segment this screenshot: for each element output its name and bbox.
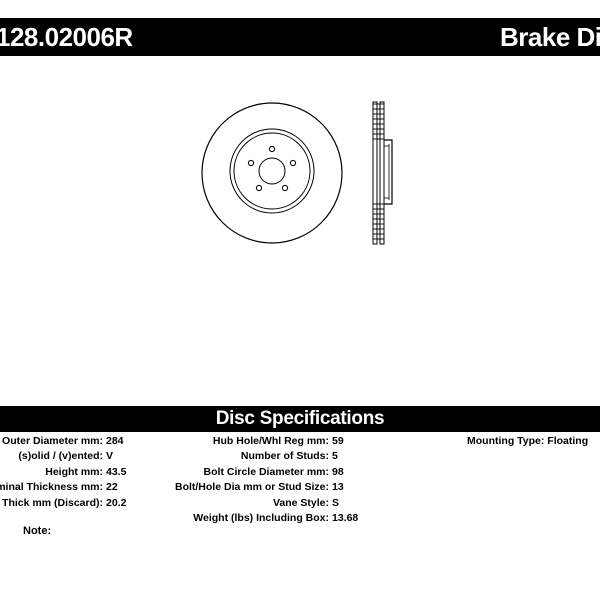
header-bar: 128.02006R Brake Disc [0, 18, 600, 56]
spec-section-title: Disc Specifications [215, 408, 385, 429]
stud-hole [268, 145, 276, 153]
disc-front-view [201, 102, 343, 244]
spec-value-bolt-hole-dia: 13 [332, 481, 344, 494]
spec-label-mounting-type: Mounting Type: [467, 435, 545, 447]
spec-value-weight: 13.68 [332, 512, 359, 525]
spec-column-1-labels: Outer Diameter mm: (s)olid / (v)ented: H… [0, 434, 103, 511]
spec-label-hub-hole: Hub Hole/Whl Reg mm: [212, 435, 329, 447]
spec-value-outer-diameter: 284 [106, 435, 124, 447]
document-title: Brake Disc [500, 22, 600, 52]
spec-column-2-labels: Hub Hole/Whl Reg mm: Number of Studs: Bo… [175, 434, 329, 526]
spec-label-height: Height mm: [45, 465, 103, 478]
spec-column-3: Mounting Type: Floating [467, 434, 588, 449]
spec-column-1-values: 284 V 43.5 22 20.2 [106, 434, 126, 511]
spec-value-bolt-circle: 98 [332, 465, 344, 478]
spec-label-weight: Weight (lbs) Including Box: [193, 512, 329, 525]
spec-row-mounting-type: Mounting Type: Floating [467, 434, 588, 449]
vent-vanes [373, 103, 384, 240]
stud-hole [255, 184, 263, 192]
hat-inner-ring [233, 132, 311, 210]
spec-label-bolt-hole-dia: Bolt/Hole Dia mm or Stud Size: [174, 481, 329, 494]
spec-section-bar: Disc Specifications [0, 406, 600, 432]
disc-side-profile [372, 101, 393, 245]
spec-label-solid-vented: (s)olid / (v)ented: [18, 450, 103, 463]
spec-value-nominal-thickness: 22 [106, 481, 118, 494]
spec-value-solid-vented: V [106, 450, 114, 463]
rotor-outer-plate [379, 101, 385, 245]
spec-label-outer-diameter: Outer Diameter mm: [2, 435, 103, 447]
center-bore [258, 157, 286, 185]
spec-label-number-of-studs: Number of Studs: [240, 450, 329, 463]
spec-label-vane-style: Vane Style: [272, 496, 329, 509]
spec-value-vane-style: S [332, 496, 340, 509]
spec-value-min-thickness: 20.2 [106, 496, 127, 509]
stud-hole [289, 159, 297, 167]
spec-label-bolt-circle: Bolt Circle Diameter mm: [203, 465, 329, 478]
note-label: Note: [23, 525, 52, 537]
stud-hole [247, 159, 255, 167]
spec-value-hub-hole: 59 [332, 435, 344, 447]
spec-value-mounting-type: Floating [547, 435, 589, 447]
spec-column-2-values: 59 5 98 13 S 13.68 [332, 434, 358, 526]
spec-label-min-thickness: Min Thick mm (Discard): [0, 496, 103, 509]
hat-outer-ring [229, 128, 315, 214]
stud-hole [281, 184, 289, 192]
rotor-inner-plate [372, 101, 378, 245]
part-number: 128.02006R [0, 22, 133, 52]
disc-outer-edge [201, 102, 343, 244]
spec-label-nominal-thickness: Nominal Thickness mm: [0, 481, 103, 494]
hat-section [384, 139, 393, 205]
spec-value-height: 43.5 [106, 465, 127, 478]
spec-value-number-of-studs: 5 [332, 450, 338, 463]
